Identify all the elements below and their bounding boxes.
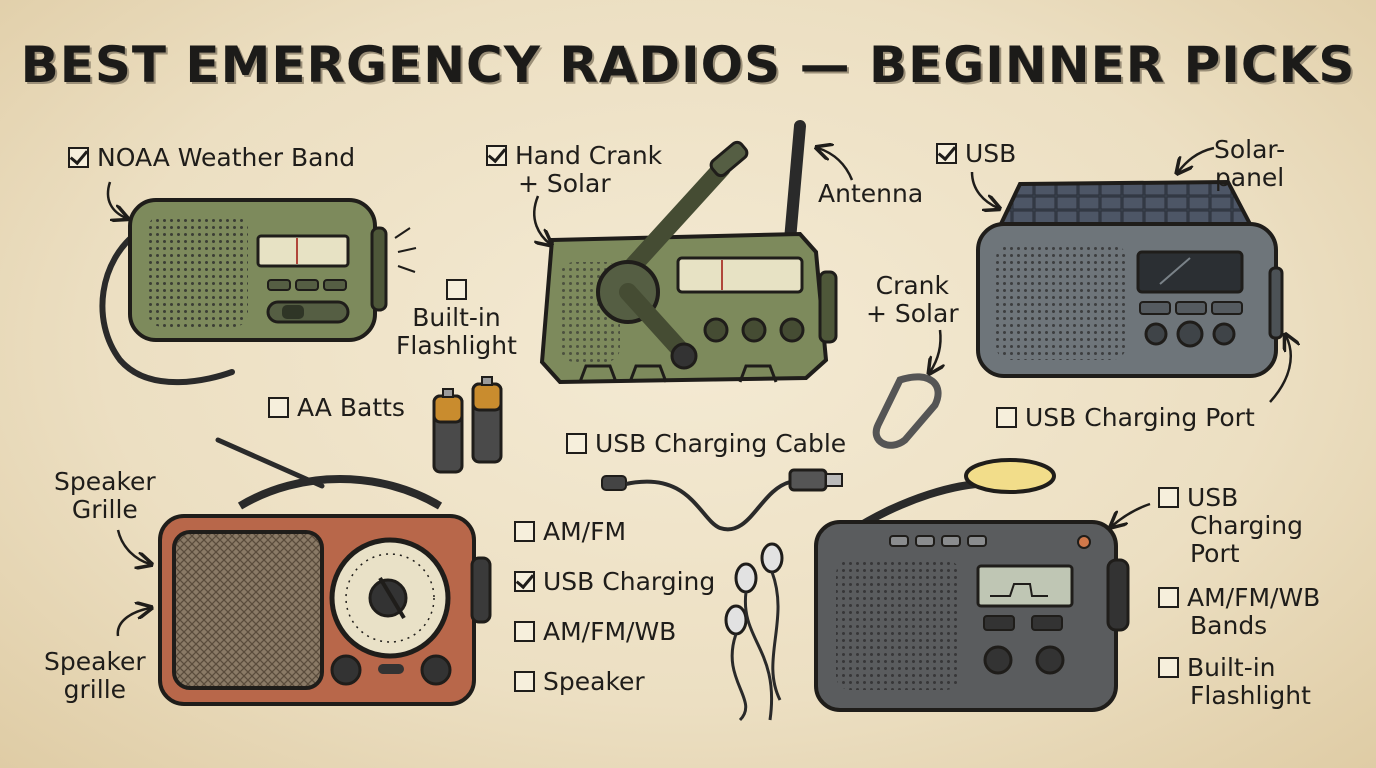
checklist-item-aa-batts[interactable]: AA Batts <box>268 394 405 422</box>
checklist-item-speaker[interactable]: Speaker <box>514 668 645 696</box>
item-label-line-2: Bands <box>1190 611 1268 640</box>
checkbox-empty-icon[interactable] <box>514 521 535 542</box>
checklist-item-usb-charging[interactable]: USB Charging <box>514 568 715 596</box>
checklist-item-usb-charging-cable[interactable]: USB Charging Cable <box>566 430 846 458</box>
checklist-item-hand-crank-solar[interactable]: Hand Crank + Solar <box>486 142 662 198</box>
label-line-1: Speaker <box>44 647 146 676</box>
label-speaker-grille-1: Speaker Grille <box>54 468 156 524</box>
label-line-2: panel <box>1214 163 1285 192</box>
checklist-item-usb-charging-port-1[interactable]: USB Charging Port <box>996 404 1255 432</box>
checkbox-empty-icon[interactable] <box>1158 657 1179 678</box>
item-label: AM/FM/WB <box>543 617 677 646</box>
checklist-item-am-fm[interactable]: AM/FM <box>514 518 626 546</box>
label-line-2: + Solar <box>866 299 959 328</box>
checkbox-empty-icon[interactable] <box>514 621 535 642</box>
item-label-line-2: Flashlight <box>1190 681 1311 710</box>
label-line-2: grille <box>63 675 127 704</box>
item-label: AA Batts <box>297 393 405 422</box>
checklist-item-usb[interactable]: USB <box>936 140 1016 168</box>
checkbox-checked-icon[interactable] <box>514 571 535 592</box>
label-crank-solar: Crank + Solar <box>866 272 959 328</box>
item-label: USB Charging <box>543 567 716 596</box>
checkbox-empty-icon[interactable] <box>514 671 535 692</box>
label-line-1: Crank <box>875 271 949 300</box>
checkbox-empty-icon[interactable] <box>1158 587 1179 608</box>
checklist-item-usb-charging-port-2[interactable]: USB Charging Port <box>1158 484 1303 568</box>
item-label: USB Charging Port <box>1025 403 1255 432</box>
item-label: USB Charging Cable <box>595 429 847 458</box>
item-label-line-2: Flashlight <box>396 331 517 360</box>
radio-solar-illustration <box>976 179 1284 378</box>
checklist-item-built-in-flashlight-2[interactable]: Built-in Flashlight <box>1158 654 1311 710</box>
item-label-line-3: Port <box>1190 539 1240 568</box>
pointer-arrows <box>106 148 1291 637</box>
checklist-item-built-in-flashlight-1[interactable]: Built-in Flashlight <box>396 276 517 360</box>
page-title: BEST EMERGENCY RADIOS — BEGINNER PICKS <box>20 36 1356 94</box>
carabiner-illustration <box>872 373 942 449</box>
checkbox-checked-icon[interactable] <box>936 143 957 164</box>
checklist-item-noaa-weather-band[interactable]: NOAA Weather Band <box>68 144 355 172</box>
item-label-line-2: Charging <box>1190 511 1303 540</box>
item-label: Speaker <box>543 667 645 696</box>
checkbox-checked-icon[interactable] <box>486 145 507 166</box>
item-label-line-1: Built-in <box>1187 653 1276 682</box>
checklist-item-am-fm-wb-bands[interactable]: AM/FM/WB Bands <box>1158 584 1320 640</box>
item-label-line-1: Hand Crank <box>515 141 663 170</box>
item-label-line-2: + Solar <box>518 169 611 198</box>
radio-noaa-illustration <box>99 198 417 386</box>
checkbox-empty-icon[interactable] <box>1158 487 1179 508</box>
earbuds-illustration <box>724 542 784 722</box>
item-label: AM/FM <box>543 517 627 546</box>
label-line-2: Grille <box>71 495 138 524</box>
item-label-line-1: Built-in <box>412 303 501 332</box>
checkbox-empty-icon[interactable] <box>268 397 289 418</box>
label-speaker-grille-2: Speaker grille <box>44 648 146 704</box>
radio-flashlight-illustration <box>814 458 1130 712</box>
label-antenna: Antenna <box>818 179 924 208</box>
radio-retro-illustration <box>158 437 492 706</box>
label-line-1: Solar- <box>1214 135 1286 164</box>
usb-cable-illustration <box>601 468 843 532</box>
checklist-item-am-fm-wb[interactable]: AM/FM/WB <box>514 618 676 646</box>
item-label-line-1: USB <box>1187 483 1239 512</box>
aa-batteries-illustration <box>432 376 503 474</box>
label-solar-panel: Solar- panel <box>1214 136 1285 192</box>
checkbox-empty-icon[interactable] <box>445 279 467 300</box>
item-label: NOAA Weather Band <box>97 143 356 172</box>
radio-crank-illustration <box>539 120 838 385</box>
label-line-1: Speaker <box>54 467 156 496</box>
item-label: USB <box>965 139 1017 168</box>
checkbox-checked-icon[interactable] <box>68 147 89 168</box>
checkbox-empty-icon[interactable] <box>996 407 1017 428</box>
item-label-line-1: AM/FM/WB <box>1187 583 1321 612</box>
checkbox-empty-icon[interactable] <box>566 433 587 454</box>
